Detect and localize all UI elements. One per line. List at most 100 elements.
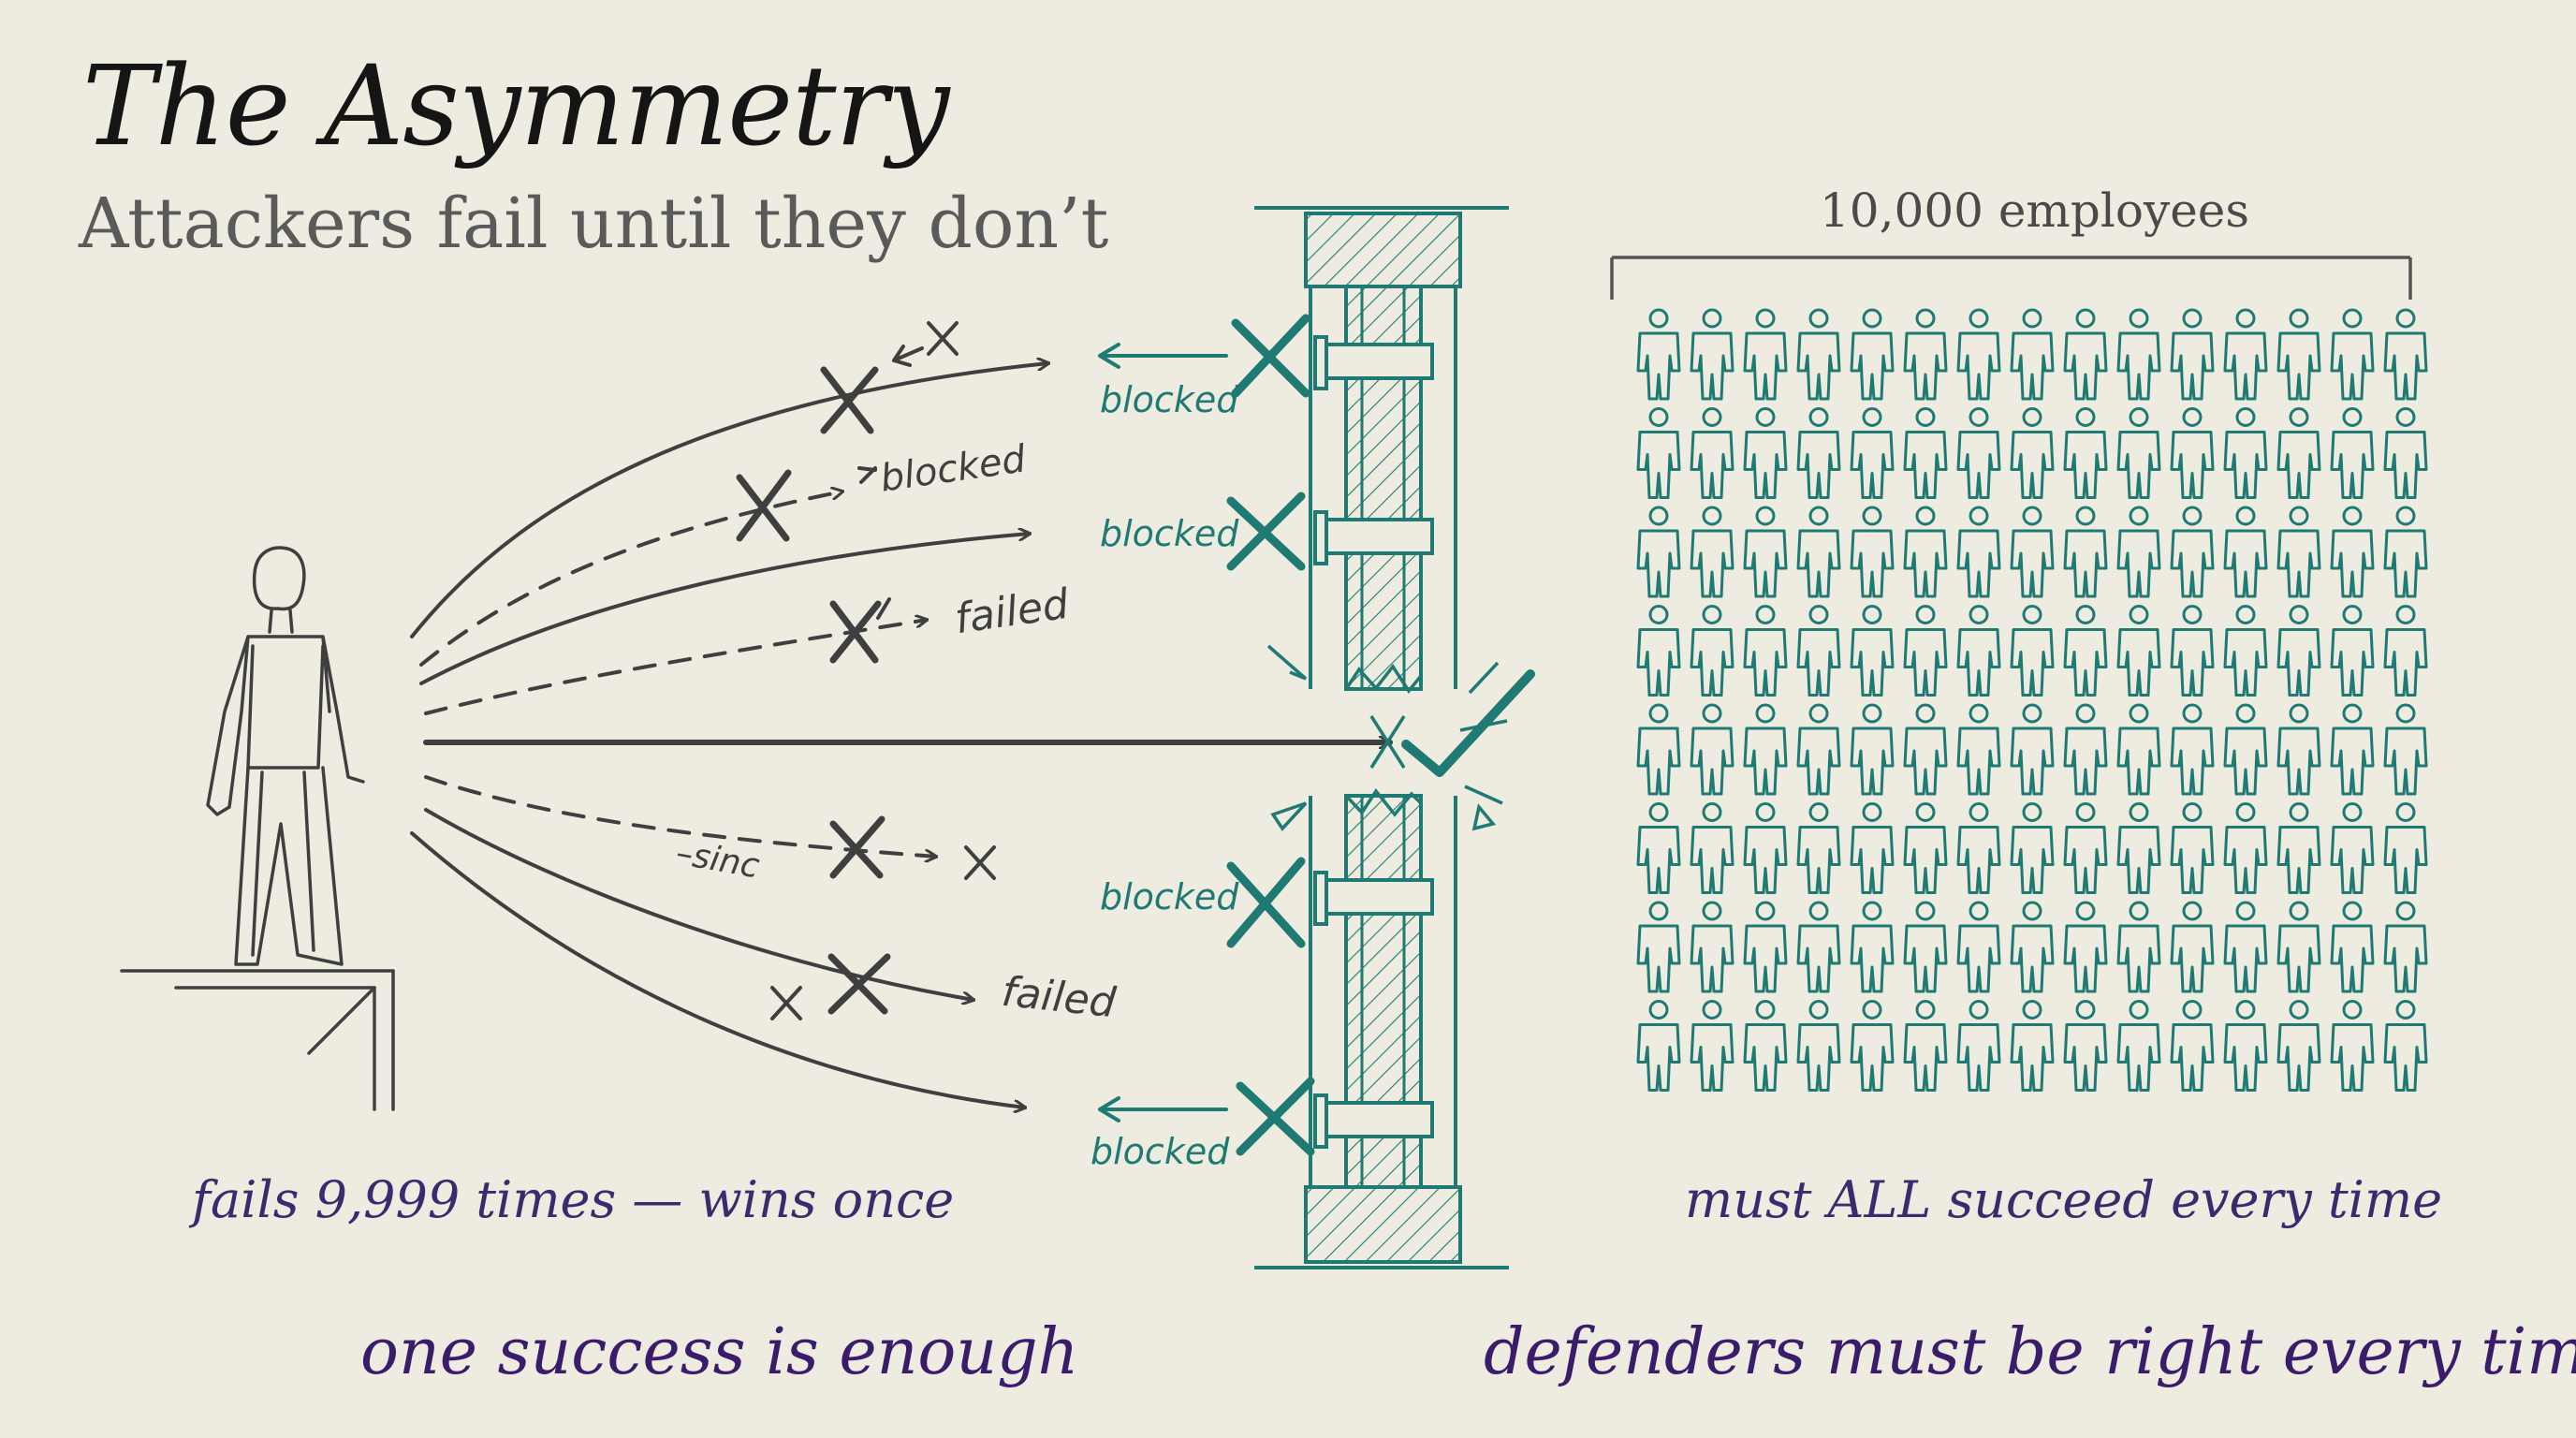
employee-person-icon [2223,802,2268,894]
employees-bracket [1610,256,2412,300]
employee-person-icon [1636,802,1681,894]
employee-person-icon [1956,605,2001,697]
employee-person-icon [1956,308,2001,401]
failure-marks [736,366,891,1015]
blocked-x-icon [1231,314,1310,398]
employee-person-icon [2223,901,2268,993]
employee-person-icon [2276,1000,2321,1092]
employee-person-icon [1743,802,1788,894]
employees-grid [1636,308,2428,1092]
employee-person-icon [1903,1000,1948,1092]
employee-person-icon [1903,506,1948,598]
employee-person-icon [2223,703,2268,796]
attacker-figure-icon [206,546,365,966]
employee-person-icon [2276,901,2321,993]
employee-person-icon [2223,1000,2268,1092]
employee-person-icon [1743,901,1788,993]
ledge [120,969,395,1111]
employee-person-icon [2063,703,2108,796]
employee-person-icon [2170,901,2215,993]
employee-person-icon [2330,703,2375,796]
employee-person-icon [1743,308,1788,401]
employee-person-icon [1903,308,1948,401]
blocked-x-icon [1226,857,1306,948]
fail-x-icon [736,469,792,542]
employee-person-icon [1690,703,1734,796]
employee-person-icon [1796,1000,1841,1092]
employee-person-icon [1956,1000,2001,1092]
employee-person-icon [1796,703,1841,796]
fail-x-icon [820,366,879,434]
employee-person-icon [2116,802,2161,894]
employee-person-icon [2010,605,2055,697]
employee-person-icon [2063,308,2108,401]
small-arrow-icon [892,345,924,367]
employee-person-icon [1690,605,1734,697]
employee-person-icon [2170,802,2215,894]
employee-person-icon [2383,308,2428,401]
attack-path-3 [419,534,1030,685]
employee-person-icon [1743,703,1788,796]
employee-person-icon [2330,605,2375,697]
employee-person-icon [1956,407,2001,499]
employee-person-icon [2223,308,2268,401]
employee-person-icon [1636,901,1681,993]
employee-person-icon [2330,407,2375,499]
employee-person-icon [2116,308,2161,401]
employee-person-icon [1743,506,1788,598]
employee-person-icon [2276,308,2321,401]
employee-person-icon [1850,506,1895,598]
employee-person-icon [1690,506,1734,598]
employee-person-icon [1743,1000,1788,1092]
employee-person-icon [2223,407,2268,499]
breach-burst [1266,644,1508,831]
wall-label-blocked: blocked [1090,1131,1230,1172]
blocked-x-icon [1226,492,1306,571]
employee-person-icon [2170,605,2215,697]
employee-person-icon [1850,407,1895,499]
small-x-icon [770,986,802,1020]
employee-person-icon [1690,802,1734,894]
employee-person-icon [1903,605,1948,697]
employee-person-icon [1903,407,1948,499]
blocked-arrows [1098,343,1228,1123]
employee-person-icon [1850,802,1895,894]
employee-person-icon [1690,901,1734,993]
page-subtitle: Attackers fail until they don’t [79,183,1109,264]
employee-person-icon [1956,901,2001,993]
employee-person-icon [2330,802,2375,894]
employee-person-icon [1690,1000,1734,1092]
fail-x-icon [827,953,891,1015]
employee-person-icon [2170,407,2215,499]
page-title: The Asymmetry [82,41,950,170]
employee-person-icon [1743,407,1788,499]
defenders-caption: must ALL succeed every time [1685,1170,2443,1229]
employee-person-icon [1690,407,1734,499]
attack-path-6 [424,808,973,1000]
employee-person-icon [1903,802,1948,894]
employee-person-icon [2223,506,2268,598]
fail-x-icon [829,600,882,664]
employee-person-icon [1636,506,1681,598]
employee-person-icon [2010,506,2055,598]
employee-person-icon [1850,308,1895,401]
wall-label-blocked: blocked [1100,379,1239,420]
employee-person-icon [2276,506,2321,598]
employee-person-icon [1636,703,1681,796]
employee-person-icon [2276,605,2321,697]
employee-person-icon [2330,1000,2375,1092]
employee-person-icon [1903,901,1948,993]
attacker-caption: fails 9,999 times — wins once [192,1170,955,1229]
attack-path-1 [410,363,1048,638]
employee-person-icon [2010,308,2055,401]
employee-person-icon [2010,407,2055,499]
employee-person-icon [2116,1000,2161,1092]
small-x-marks [770,321,996,1020]
employee-person-icon [2010,703,2055,796]
employee-person-icon [2223,605,2268,697]
employee-person-icon [2383,506,2428,598]
wall [1254,206,1535,1269]
employee-person-icon [1903,703,1948,796]
employee-person-icon [2383,703,2428,796]
attack-path-7 [410,831,1025,1108]
